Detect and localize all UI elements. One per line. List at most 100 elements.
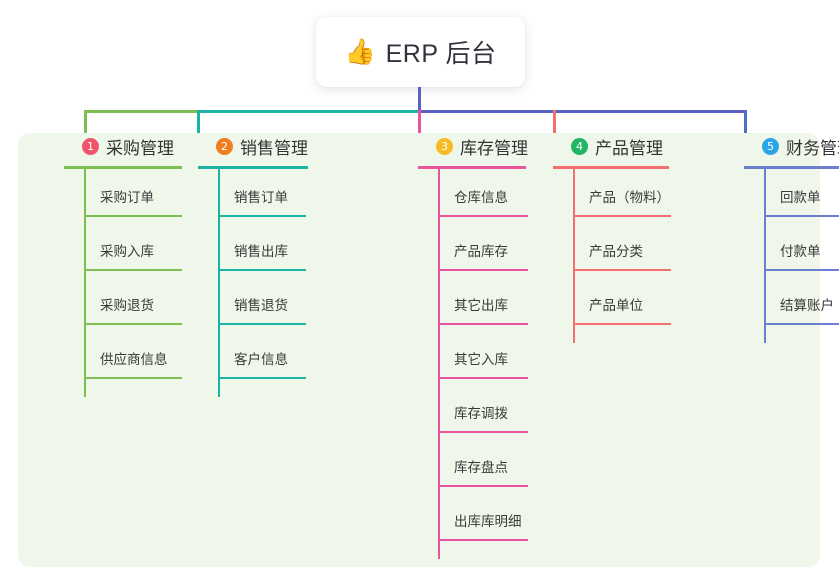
leaf-item[interactable]: 库存调拨 (418, 385, 528, 439)
leaf-item-rule (218, 377, 306, 379)
connector-bus-teal (197, 110, 418, 113)
branch-title-4: 产品管理 (595, 138, 663, 158)
branch-spine-4 (573, 169, 575, 343)
root-node-card[interactable]: 👍 ERP 后台 (316, 17, 525, 87)
leaf-item-label: 仓库信息 (454, 190, 508, 205)
leaf-item-label: 客户信息 (234, 352, 288, 367)
branch-spine-1 (84, 169, 86, 397)
thumbs-up-icon: 👍 (344, 37, 376, 66)
leaf-item-label: 销售出库 (234, 244, 288, 259)
leaf-item[interactable]: 销售订单 (198, 169, 308, 223)
leaf-item-rule (84, 215, 182, 217)
leaf-item[interactable]: 产品库存 (418, 223, 528, 277)
leaf-item-label: 销售退货 (234, 298, 288, 313)
branch-badge-1: 1 (82, 137, 99, 155)
leaf-item-label: 产品分类 (589, 244, 643, 259)
branch-header-2[interactable]: 2 销售管理 (198, 133, 308, 159)
leaf-item[interactable]: 回款单 (744, 169, 839, 223)
branch-badge-4: 4 (571, 137, 588, 155)
branch-items-4: 产品（物料） 产品分类产品单位 (553, 169, 671, 331)
diagram-panel: 1 采购管理 采购订单采购入库采购退货供应商信息 2 销售管理 销售订单销售出库… (18, 133, 839, 567)
leaf-item[interactable]: 产品（物料） (553, 169, 671, 223)
branch-badge-2: 2 (216, 137, 233, 155)
leaf-item-rule (438, 485, 528, 487)
leaf-item-label: 库存调拨 (454, 406, 508, 421)
leaf-item[interactable]: 产品单位 (553, 277, 671, 331)
connector-bus-green (84, 110, 197, 113)
connector-drop-2 (197, 110, 200, 138)
leaf-item-rule (84, 269, 182, 271)
leaf-item-label: 采购退货 (100, 298, 154, 313)
leaf-item-rule (764, 215, 839, 217)
branch-items-1: 采购订单采购入库采购退货供应商信息 (64, 169, 182, 385)
root-node-title: ERP 后台 (385, 40, 497, 68)
leaf-item[interactable]: 仓库信息 (418, 169, 528, 223)
branch-title-1: 采购管理 (106, 138, 174, 158)
leaf-item-label: 结算账户 (780, 298, 834, 313)
branch-title-5: 财务管理 (786, 138, 839, 158)
branch-rule-1 (64, 166, 182, 169)
leaf-item-label: 产品（物料） (589, 190, 670, 205)
leaf-item[interactable]: 采购订单 (64, 169, 182, 223)
leaf-item[interactable]: 采购退货 (64, 277, 182, 331)
branch-badge-5: 5 (762, 137, 779, 155)
branch-badge-3: 3 (436, 137, 453, 155)
leaf-item-label: 回款单 (780, 190, 821, 205)
connector-drop-1 (84, 110, 87, 138)
branch-column-4: 4 产品管理 产品（物料） 产品分类产品单位 (553, 133, 671, 343)
leaf-item-label: 销售订单 (234, 190, 288, 205)
leaf-item-label: 采购订单 (100, 190, 154, 205)
leaf-item[interactable]: 出库库明细 (418, 493, 528, 547)
leaf-item[interactable]: 产品分类 (553, 223, 671, 277)
branch-header-3[interactable]: 3 库存管理 (418, 133, 528, 159)
branch-spine-2 (218, 169, 220, 397)
leaf-item[interactable]: 其它入库 (418, 331, 528, 385)
branch-items-2: 销售订单销售出库销售退货客户信息 (198, 169, 308, 385)
connector-bus-purple (418, 110, 746, 113)
leaf-item-label: 付款单 (780, 244, 821, 259)
branch-rule-2 (198, 166, 308, 169)
leaf-item-label: 其它出库 (454, 298, 508, 313)
leaf-item-rule (573, 215, 671, 217)
leaf-item[interactable]: 结算账户 (744, 277, 839, 331)
leaf-item-label: 产品库存 (454, 244, 508, 259)
connector-drop-3 (418, 110, 421, 138)
branch-header-5[interactable]: 5 财务管理 (744, 133, 839, 159)
branch-items-3: 仓库信息产品库存其它出库其它入库库存调拨库存盘点出库库明细 (418, 169, 528, 547)
branch-spine-5 (764, 169, 766, 343)
branch-title-3: 库存管理 (460, 138, 528, 158)
connector-drop-4 (553, 110, 556, 138)
leaf-item-rule (84, 377, 182, 379)
connector-trunk (418, 87, 421, 112)
leaf-item[interactable]: 库存盘点 (418, 439, 528, 493)
leaf-item[interactable]: 销售退货 (198, 277, 308, 331)
leaf-item-rule (438, 215, 528, 217)
leaf-item-rule (573, 269, 671, 271)
branch-items-5: 回款单付款单结算账户 (744, 169, 839, 331)
leaf-item-rule (438, 323, 528, 325)
leaf-item[interactable]: 供应商信息 (64, 331, 182, 385)
leaf-item[interactable]: 付款单 (744, 223, 839, 277)
leaf-item[interactable]: 其它出库 (418, 277, 528, 331)
branch-header-1[interactable]: 1 采购管理 (64, 133, 182, 159)
leaf-item-rule (573, 323, 671, 325)
branch-rule-5 (744, 166, 839, 169)
leaf-item-label: 采购入库 (100, 244, 154, 259)
branch-title-2: 销售管理 (240, 138, 308, 158)
leaf-item-rule (438, 269, 528, 271)
branch-column-2: 2 销售管理 销售订单销售出库销售退货客户信息 (198, 133, 308, 397)
branch-spine-3 (438, 169, 440, 559)
leaf-item[interactable]: 客户信息 (198, 331, 308, 385)
leaf-item-rule (438, 377, 528, 379)
branch-column-3: 3 库存管理 仓库信息产品库存其它出库其它入库库存调拨库存盘点出库库明细 (418, 133, 528, 559)
leaf-item-label: 出库库明细 (454, 514, 522, 529)
leaf-item-label: 产品单位 (589, 298, 643, 313)
leaf-item[interactable]: 采购入库 (64, 223, 182, 277)
leaf-item-rule (438, 431, 528, 433)
leaf-item-label: 库存盘点 (454, 460, 508, 475)
leaf-item-label: 供应商信息 (100, 352, 168, 367)
leaf-item[interactable]: 销售出库 (198, 223, 308, 277)
branch-header-4[interactable]: 4 产品管理 (553, 133, 669, 159)
leaf-item-rule (764, 269, 839, 271)
